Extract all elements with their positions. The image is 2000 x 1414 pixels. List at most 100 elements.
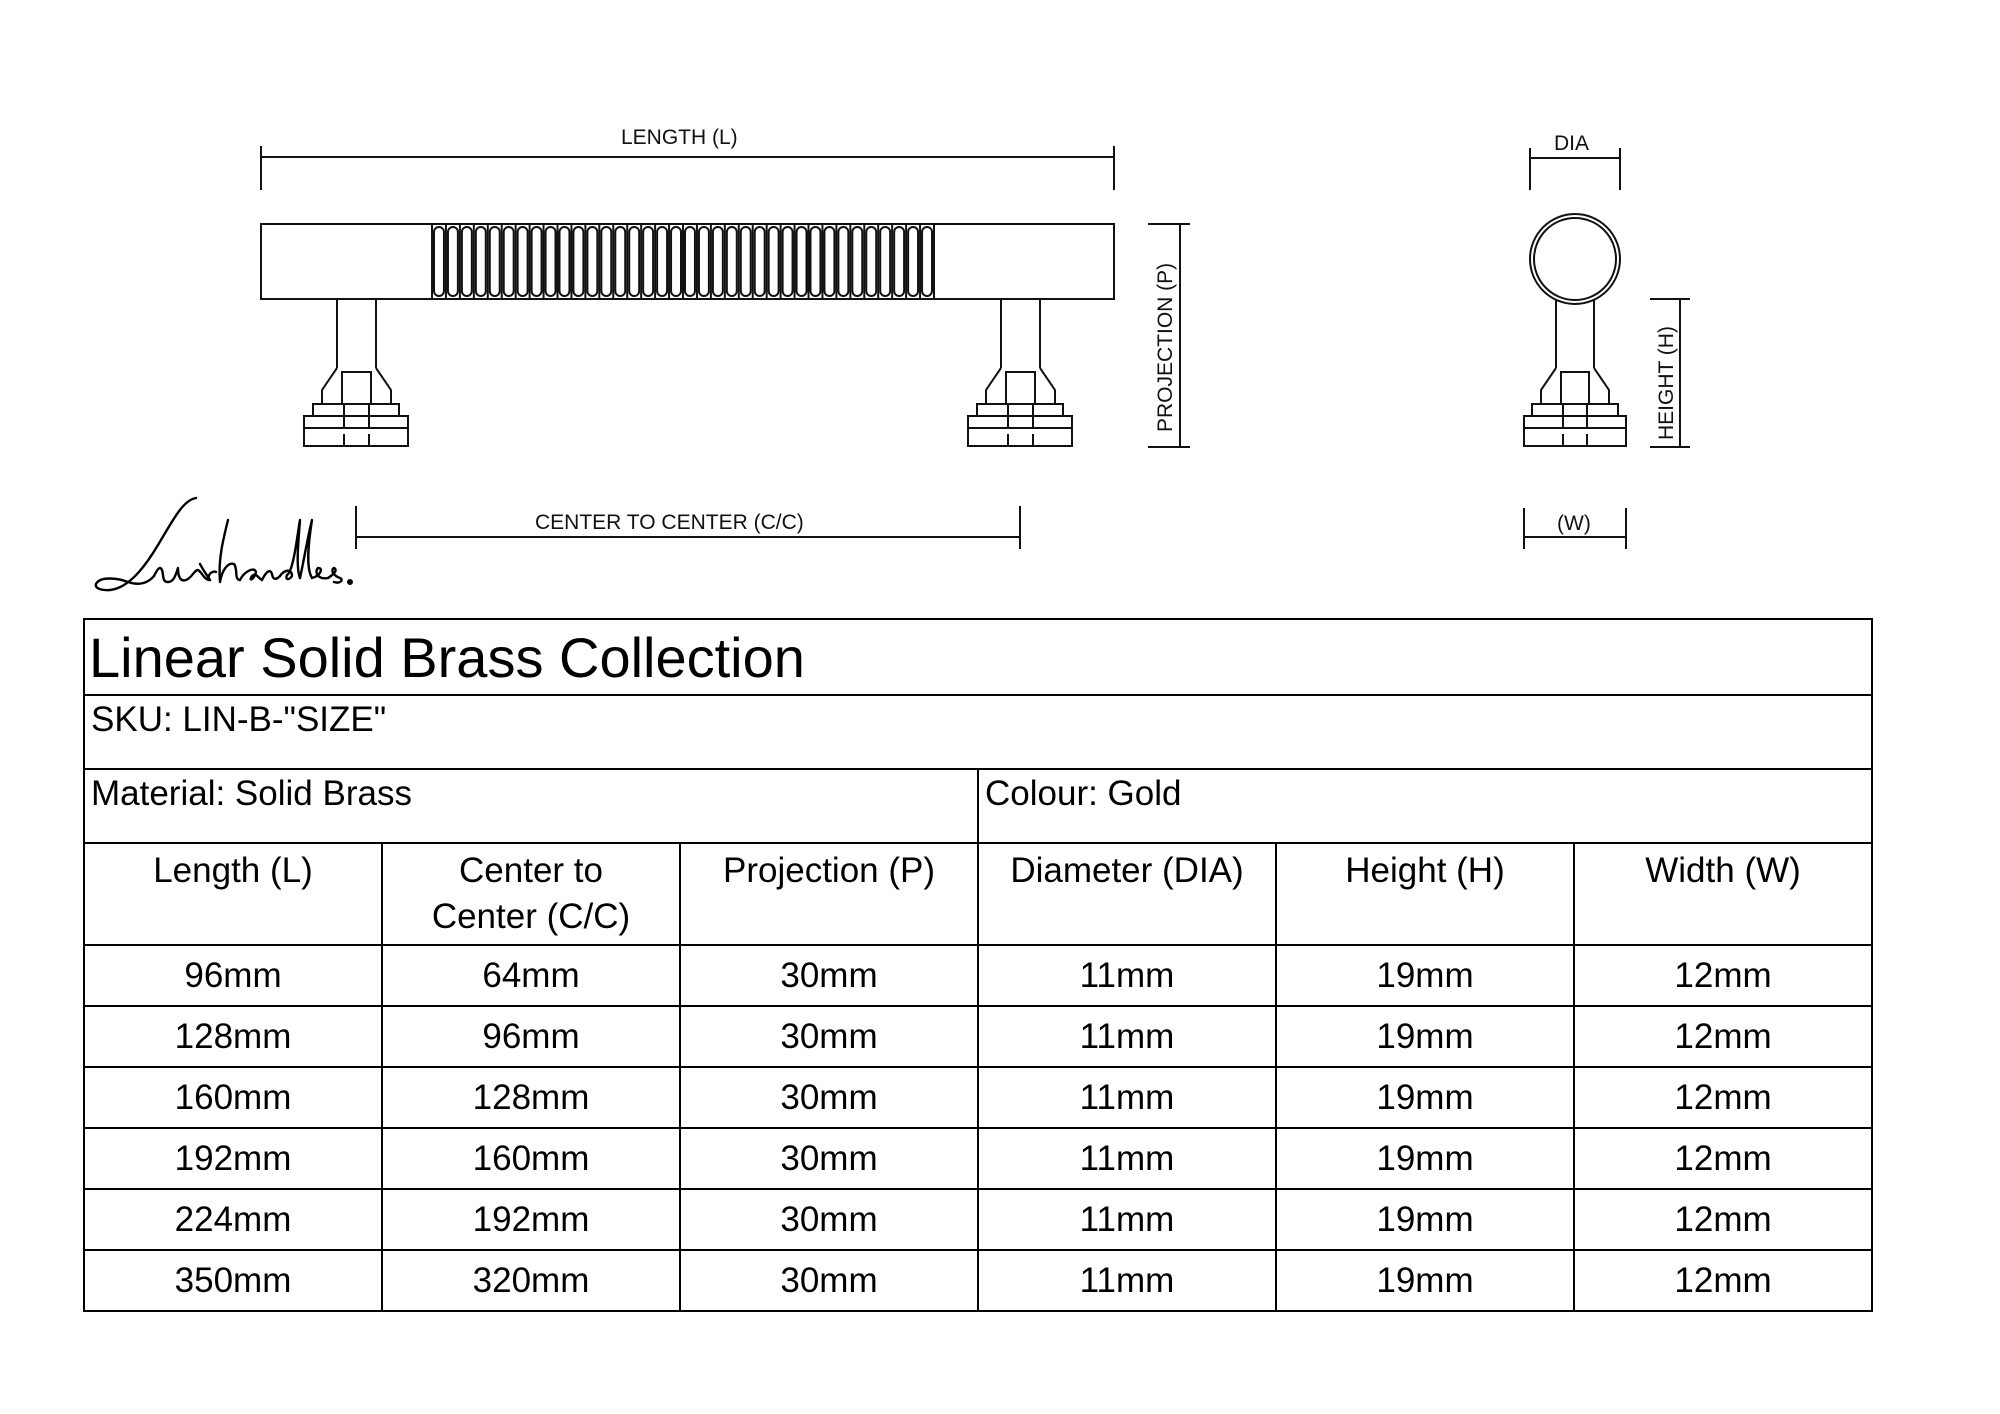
knurl-ridge: [530, 226, 543, 297]
table-cell: 11mm: [977, 1066, 1277, 1129]
knurl-ridge: [809, 226, 822, 297]
knurl-ridge: [837, 226, 850, 297]
sku-cell: SKU: LIN-B-"SIZE": [82, 694, 1874, 770]
projection-label: PROJECTION (P): [1154, 262, 1177, 432]
colour-cell: Colour: Gold: [976, 768, 1874, 844]
knurl-ridge: [628, 226, 641, 297]
table-cell: 192mm: [381, 1188, 681, 1251]
colour-text: Colour: Gold: [985, 774, 1182, 813]
column-header: Projection (P): [679, 842, 979, 946]
dia-dimension-line: [1529, 148, 1621, 190]
table-cell: 19mm: [1275, 1127, 1575, 1190]
table-cell: 96mm: [381, 1005, 681, 1068]
knurl-ridge: [446, 226, 459, 297]
column-header: Diameter (DIA): [977, 842, 1277, 946]
left-leg: [303, 299, 409, 447]
dia-label: DIA: [1554, 132, 1590, 155]
knurl-ridge: [600, 226, 613, 297]
height-dimension-line: [1650, 298, 1690, 448]
table-cell: 320mm: [381, 1249, 681, 1312]
sku-row: SKU: LIN-B-"SIZE": [82, 694, 1874, 770]
knurl-ridge: [474, 226, 487, 297]
projection-dimension-line: [1148, 223, 1190, 448]
material-cell: Material: Solid Brass: [83, 768, 979, 844]
knurl-ridge: [488, 226, 501, 297]
knurl-ridge: [865, 226, 878, 297]
table-cell: 30mm: [679, 1127, 979, 1190]
collection-title: Linear Solid Brass Collection: [82, 618, 1874, 696]
table-cell: 11mm: [977, 1188, 1277, 1251]
table-cell: 12mm: [1572, 1127, 1874, 1190]
knurl-ridge: [586, 226, 599, 297]
column-header: Length (L): [83, 842, 383, 946]
table-cell: 12mm: [1572, 1066, 1874, 1129]
knurl-ridge: [711, 226, 724, 297]
table-cell: 12mm: [1572, 1005, 1874, 1068]
knurl-ridge: [907, 226, 920, 297]
width-dimension-line: [1523, 508, 1627, 549]
column-header: Width (W): [1572, 842, 1874, 946]
knurl-ridge: [739, 226, 752, 297]
table-cell: 19mm: [1275, 1005, 1575, 1068]
knurled-grip: [431, 224, 935, 299]
knurl-ridge: [642, 226, 655, 297]
table-cell: 192mm: [83, 1127, 383, 1190]
knurl-ridge: [893, 226, 906, 297]
table-cell: 30mm: [679, 1249, 979, 1312]
table-cell: 12mm: [1572, 1188, 1874, 1251]
knurl-ridge: [823, 226, 836, 297]
table-cell: 19mm: [1275, 1066, 1575, 1129]
knurl-ridge: [433, 226, 445, 297]
table-cell: 160mm: [83, 1066, 383, 1129]
luxhandles-signature-logo: [94, 496, 354, 592]
knurl-ridge: [767, 226, 780, 297]
title-row: Linear Solid Brass Collection: [82, 618, 1874, 696]
height-label: HEIGHT (H): [1655, 326, 1678, 440]
table-cell: 12mm: [1572, 944, 1874, 1007]
knurl-ridge: [670, 226, 682, 297]
right-leg: [967, 299, 1073, 447]
sku-text: SKU: LIN-B-"SIZE": [91, 700, 387, 739]
knurl-ridge: [614, 226, 627, 297]
center-to-center-dimension-line: [355, 506, 1021, 549]
table-cell: 19mm: [1275, 1188, 1575, 1251]
knurl-ridge: [753, 226, 766, 297]
table-cell: 11mm: [977, 1127, 1277, 1190]
table-cell: 11mm: [977, 1005, 1277, 1068]
table-cell: 30mm: [679, 1005, 979, 1068]
center-to-center-label: CENTER TO CENTER (C/C): [535, 511, 804, 534]
table-cell: 19mm: [1275, 1249, 1575, 1312]
technical-drawing: [260, 146, 1690, 549]
table-cell: 96mm: [83, 944, 383, 1007]
knurl-ridge: [795, 226, 808, 297]
spec-table: Linear Solid Brass Collection SKU: LIN-B…: [82, 618, 1874, 1312]
length-label: LENGTH (L): [621, 126, 738, 149]
table-cell: 64mm: [381, 944, 681, 1007]
knurl-ridge: [460, 226, 473, 297]
table-cell: 160mm: [381, 1127, 681, 1190]
material-row: Material: Solid Brass Colour: Gold: [83, 768, 1874, 844]
table-cell: 19mm: [1275, 944, 1575, 1007]
header-row: Length (L) Center to Center (C/C) Projec…: [83, 842, 1874, 946]
table-cell: 30mm: [679, 1066, 979, 1129]
table-cell: 128mm: [83, 1005, 383, 1068]
table-cell: 30mm: [679, 944, 979, 1007]
length-dimension-line: [260, 146, 1115, 190]
column-header: Height (H): [1275, 842, 1575, 946]
table-cell: 224mm: [83, 1188, 383, 1251]
knurl-ridge: [851, 226, 864, 297]
knurl-ridge: [725, 226, 738, 297]
width-label: (W): [1557, 512, 1591, 535]
handle-bar: [260, 223, 1115, 300]
table-cell: 350mm: [83, 1249, 383, 1312]
table-cell: 12mm: [1572, 1249, 1874, 1312]
knurl-ridge: [781, 226, 794, 297]
table-cell: 11mm: [977, 1249, 1277, 1312]
table-cell: 30mm: [679, 1188, 979, 1251]
